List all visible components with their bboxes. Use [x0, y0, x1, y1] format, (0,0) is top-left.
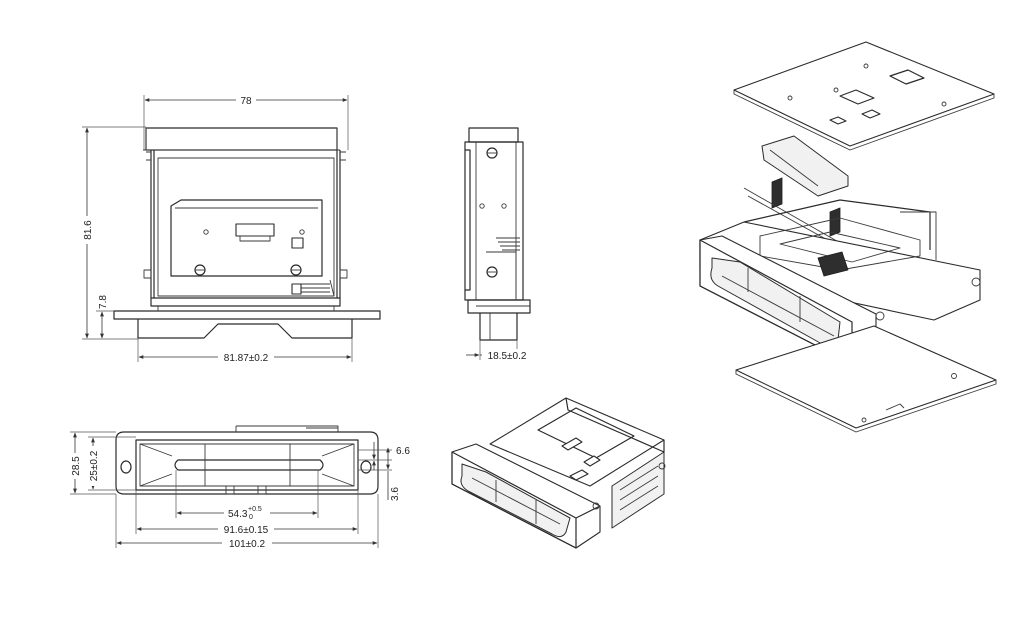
- dim-bezel-height: 28.5: [71, 456, 82, 476]
- dim-depth: 18.5±0.2: [488, 351, 527, 362]
- dim-bezel-inner-width: 91.6±0.15: [224, 525, 269, 536]
- dim-slot-offset: 6.6: [396, 446, 410, 457]
- bezel-front-view: [115, 425, 379, 495]
- bezel-front-dimensions: 28.5 25±0.2 6.6 3.6 54.3 +0.5 0 91.6±0.1…: [68, 431, 410, 550]
- side-view-dimensions: 18.5±0.2: [466, 340, 532, 362]
- dim-slot-width: 54.3: [228, 509, 248, 520]
- dim-flange-height: 7.8: [98, 295, 109, 309]
- dim-slot-width-tol-lower: 0: [249, 514, 253, 521]
- isometric-assembled-view: [451, 397, 666, 549]
- exploded-view: [699, 41, 997, 433]
- front-view: [113, 127, 381, 339]
- dim-slot-width-tol-upper: +0.5: [248, 506, 262, 513]
- dim-bezel-width: 101±0.2: [229, 539, 266, 550]
- dim-flange-width: 81.87±0.2: [224, 353, 269, 364]
- dim-slot-height: 3.6: [390, 487, 401, 501]
- dim-height: 81.6: [83, 220, 94, 240]
- dim-bezel-inner-height: 25±0.2: [89, 450, 100, 481]
- dim-width: 78: [240, 96, 252, 107]
- front-view-dimensions: 78 81.6 7.8 81.87±0.2: [80, 94, 353, 364]
- side-view: [464, 127, 531, 341]
